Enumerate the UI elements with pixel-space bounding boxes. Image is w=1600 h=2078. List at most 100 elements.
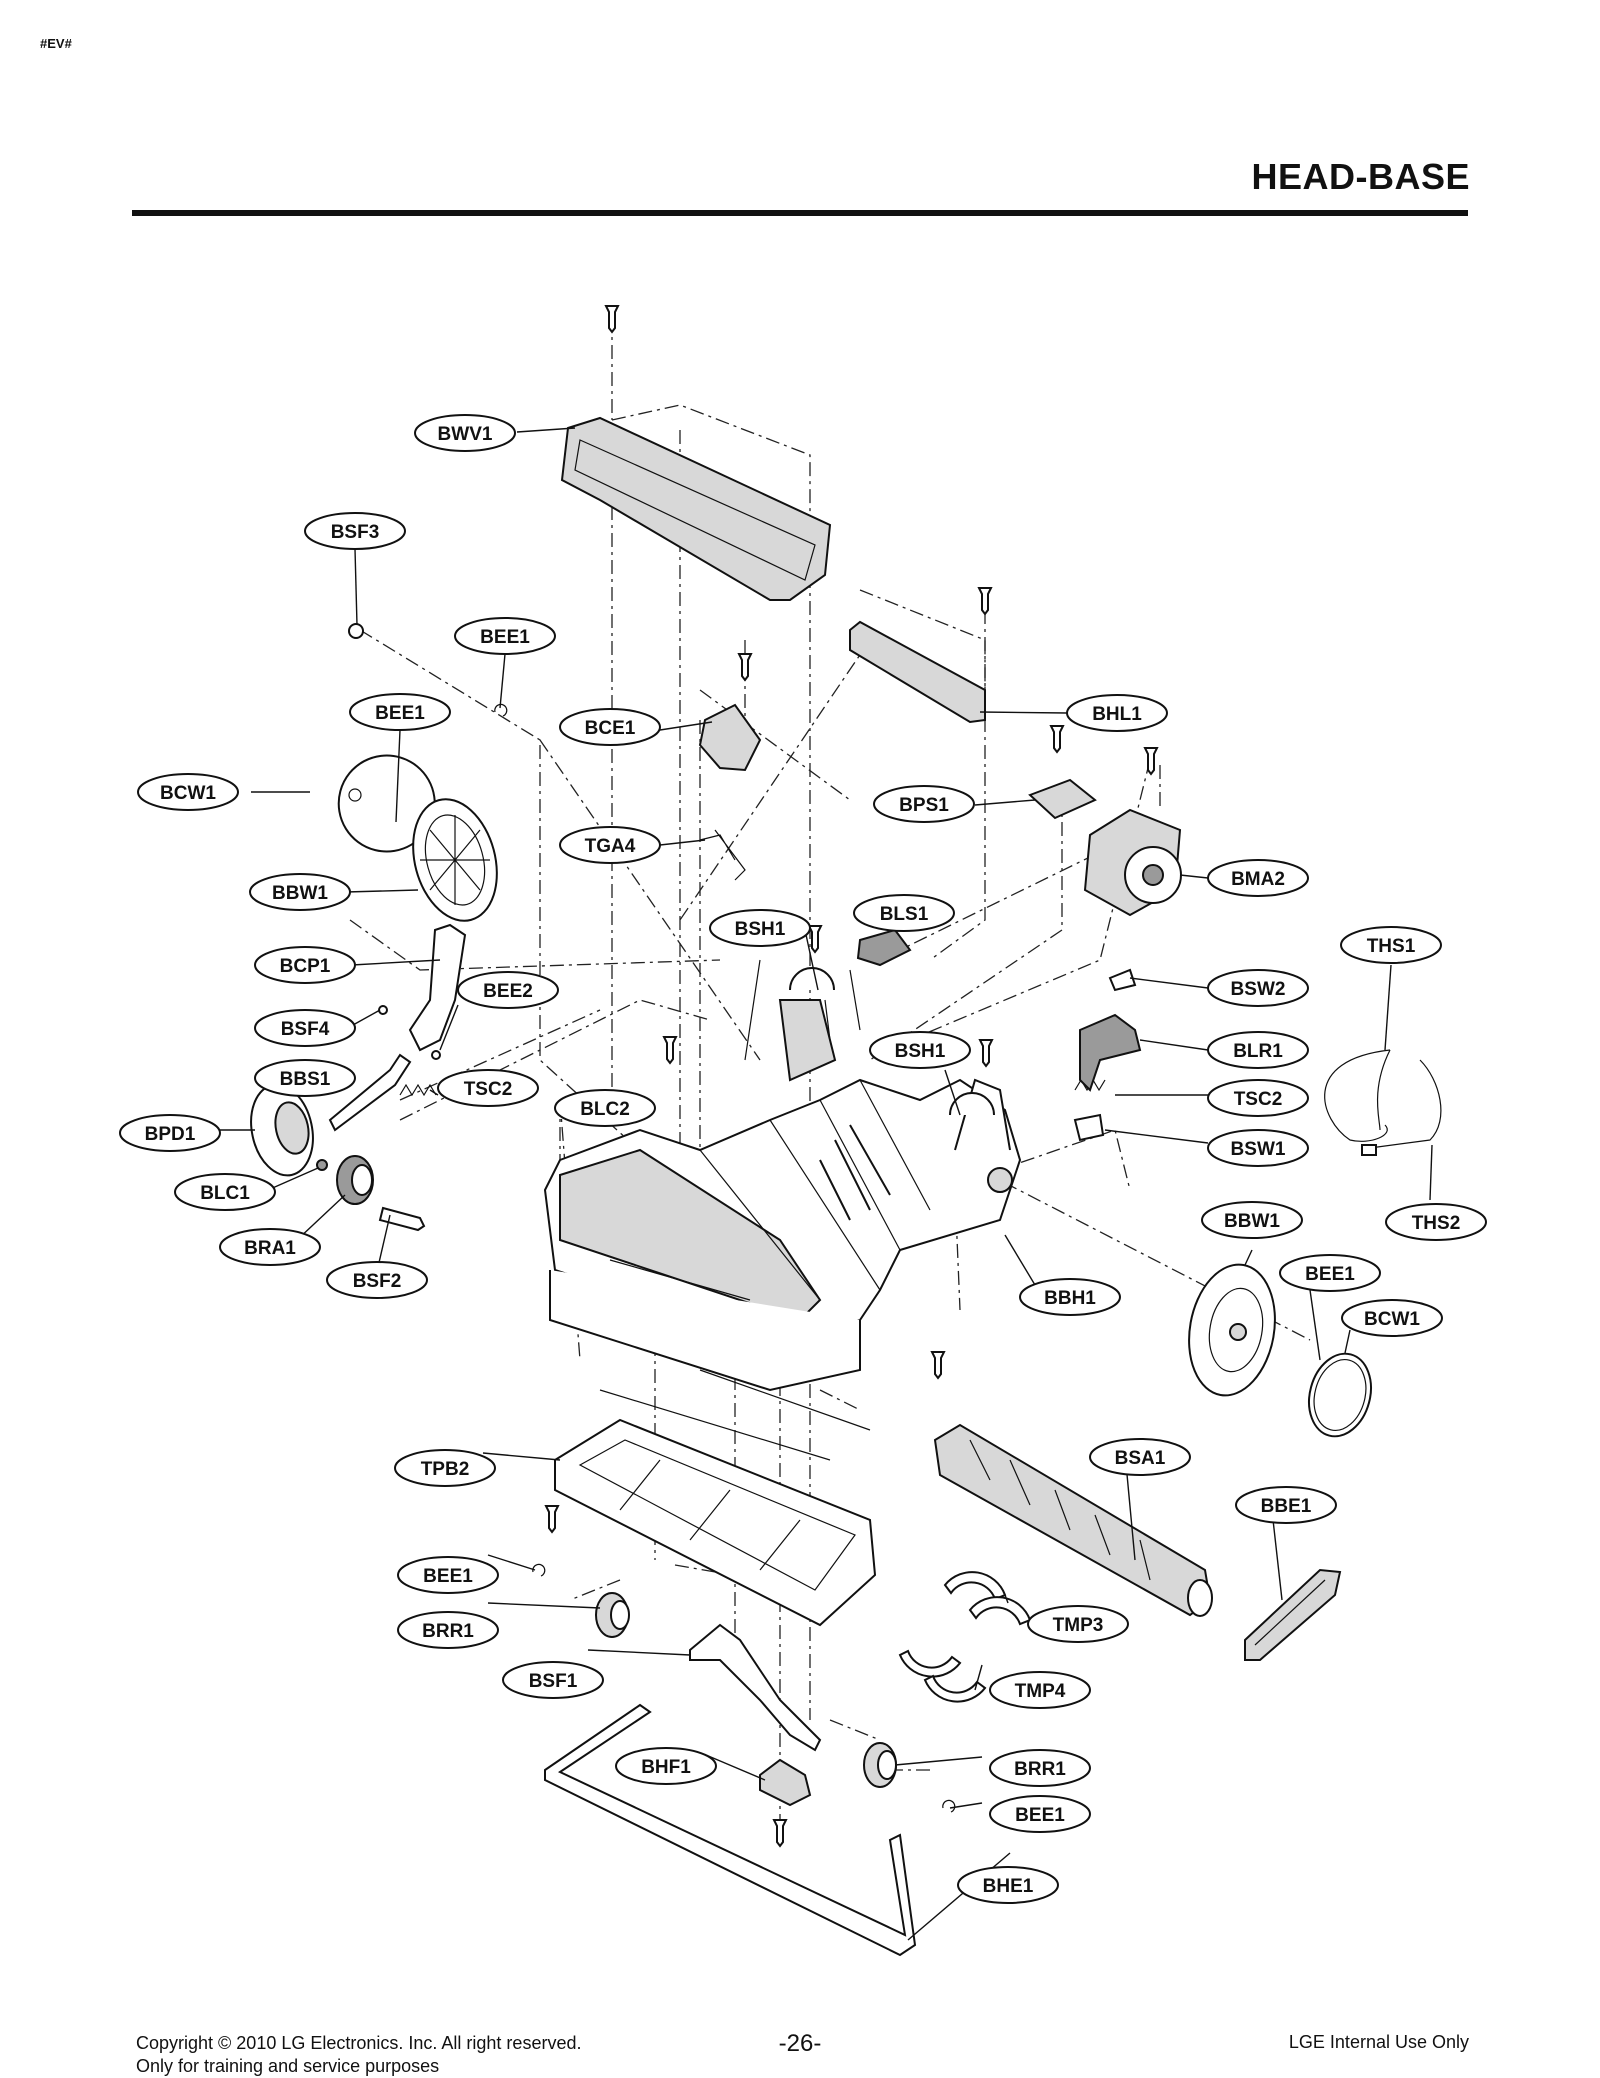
screw-icon: [604, 305, 620, 334]
svg-text:BHF1: BHF1: [641, 1757, 691, 1778]
svg-text:BEE1: BEE1: [423, 1566, 473, 1587]
callout-bsa1: BSA1: [1089, 1438, 1191, 1476]
callout-brr1: BRR1: [989, 1749, 1091, 1787]
svg-text:TMP3: TMP3: [1053, 1615, 1104, 1636]
svg-text:BSA1: BSA1: [1115, 1448, 1166, 1469]
callout-bls1: BLS1: [853, 894, 955, 932]
screw-icon: [737, 653, 753, 682]
screw-icon: [930, 1351, 946, 1380]
callout-ths2: THS2: [1385, 1203, 1487, 1241]
bce1-part: [698, 703, 762, 772]
callout-tmp3: TMP3: [1027, 1605, 1129, 1643]
svg-text:BCW1: BCW1: [160, 783, 216, 804]
svg-text:TPB2: TPB2: [421, 1459, 470, 1480]
svg-text:BSH1: BSH1: [735, 919, 786, 940]
svg-text:BRR1: BRR1: [1014, 1759, 1066, 1780]
callout-bsf4: BSF4: [254, 1009, 356, 1047]
svg-text:BCP1: BCP1: [280, 956, 331, 977]
brr1-right-roller: [863, 1742, 897, 1788]
callout-bps1: BPS1: [873, 785, 975, 823]
callout-bwv1: BWV1: [414, 414, 516, 452]
svg-text:BLR1: BLR1: [1233, 1041, 1283, 1062]
callout-bra1: BRA1: [219, 1228, 321, 1266]
svg-text:BSW1: BSW1: [1231, 1139, 1286, 1160]
callout-ths1: THS1: [1340, 926, 1442, 964]
bwv1-cover: [560, 416, 832, 601]
callout-bcw1: BCW1: [137, 773, 239, 811]
svg-text:BRA1: BRA1: [244, 1238, 296, 1259]
callout-tsc2: TSC2: [437, 1069, 539, 1107]
svg-text:BEE1: BEE1: [480, 627, 530, 648]
screw-icon: [977, 587, 993, 616]
screw-icon: [544, 1505, 560, 1534]
leader-lines: [210, 427, 1433, 1941]
bbs1-lever: [328, 1053, 412, 1132]
callout-bsh1: BSH1: [709, 909, 811, 947]
callout-blr1: BLR1: [1207, 1031, 1309, 1069]
bps1-board: [1028, 778, 1097, 820]
bhf1-frame: [759, 1758, 812, 1807]
title-rule: [132, 210, 1468, 216]
callout-bpd1: BPD1: [119, 1114, 221, 1152]
callout-bcw1: BCW1: [1341, 1299, 1443, 1337]
svg-text:BRR1: BRR1: [422, 1621, 474, 1642]
callout-bbs1: BBS1: [254, 1059, 356, 1097]
screw-icon: [1049, 725, 1065, 754]
bbe1-belt: [1244, 1568, 1342, 1661]
callout-bsw1: BSW1: [1207, 1129, 1309, 1167]
callout-bsf1: BSF1: [502, 1661, 604, 1699]
callout-bma2: BMA2: [1207, 859, 1309, 897]
bcw1-right-ring: [1308, 1352, 1372, 1438]
svg-text:BSW2: BSW2: [1231, 979, 1286, 1000]
bhe1-bumper: [544, 1703, 917, 1957]
callout-bbw1: BBW1: [1201, 1201, 1303, 1239]
bsw2-switch: [1108, 968, 1137, 992]
svg-text:BHE1: BHE1: [983, 1876, 1034, 1897]
svg-text:BLC1: BLC1: [200, 1183, 250, 1204]
footer-note: Only for training and service purposes: [136, 2056, 440, 2076]
svg-text:BMA2: BMA2: [1231, 869, 1285, 890]
svg-text:BBW1: BBW1: [1224, 1211, 1280, 1232]
screw-icon: [772, 1819, 788, 1848]
footer-copyright-block: Copyright © 2010 LG Electronics. Inc. Al…: [136, 2032, 581, 2078]
callout-bce1: BCE1: [559, 708, 661, 746]
bpd1-pedal: [250, 1083, 314, 1177]
callout-bee1: BEE1: [989, 1795, 1091, 1833]
svg-text:TGA4: TGA4: [585, 836, 636, 857]
svg-text:TMP4: TMP4: [1015, 1681, 1066, 1702]
bsf1-shaft: [689, 1623, 822, 1752]
bhl1-part: [849, 620, 986, 724]
tpb2-bottom-plate: [554, 1369, 877, 1627]
callout-bbw1: BBW1: [249, 873, 351, 911]
bbw1-right-wheel: [1188, 1263, 1276, 1397]
svg-text:BSF1: BSF1: [529, 1671, 578, 1692]
callout-bcp1: BCP1: [254, 946, 356, 984]
callout-bbe1: BBE1: [1235, 1486, 1337, 1524]
callout-bbh1: BBH1: [1019, 1278, 1121, 1316]
svg-text:TSC2: TSC2: [1234, 1089, 1283, 1110]
callout-bsf3: BSF3: [304, 512, 406, 550]
svg-text:BBH1: BBH1: [1044, 1288, 1096, 1309]
svg-text:BLS1: BLS1: [880, 904, 929, 925]
bsf2-shaft: [378, 1206, 426, 1232]
blr1-part: [1079, 1013, 1142, 1092]
brr1-left-roller: [595, 1592, 630, 1638]
screw-icon: [807, 925, 823, 954]
callout-bee1: BEE1: [349, 693, 451, 731]
callout-bee1: BEE1: [397, 1556, 499, 1594]
callout-tpb2: TPB2: [394, 1449, 496, 1487]
callout-bhf1: BHF1: [615, 1747, 717, 1785]
svg-text:TSC2: TSC2: [464, 1079, 513, 1100]
screw-icon: [662, 1036, 678, 1065]
svg-text:BWV1: BWV1: [438, 424, 493, 445]
callout-bhl1: BHL1: [1066, 694, 1168, 732]
page-number: -26-: [778, 2030, 822, 2057]
svg-text:BCE1: BCE1: [585, 718, 636, 739]
svg-text:BBS1: BBS1: [280, 1069, 331, 1090]
bsa1-brush-roll: [933, 1423, 1213, 1617]
callout-tga4: TGA4: [559, 826, 661, 864]
harness-wire: [1324, 1049, 1391, 1142]
callout-bee1: BEE1: [454, 617, 556, 655]
base-housing: [543, 959, 1022, 1392]
